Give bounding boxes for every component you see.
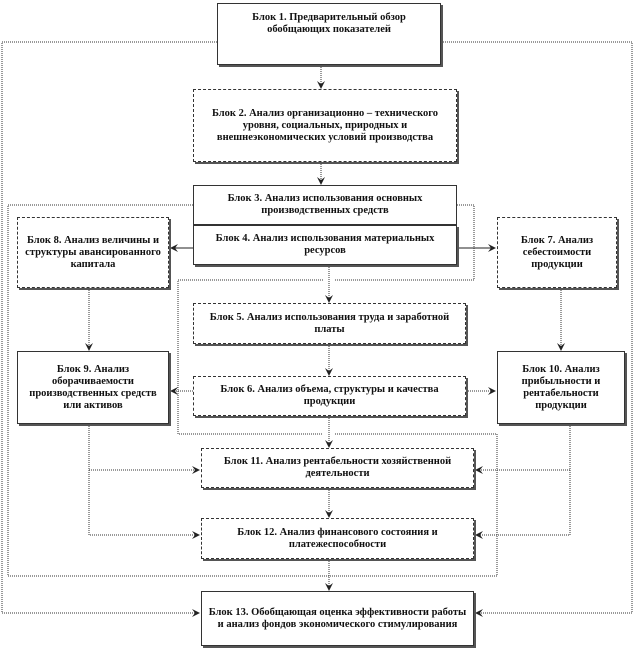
block-12: Блок 12. Анализ финансового состояния и … [201,518,474,559]
block-10-text: Блок 10. Анализ прибыльности и рентабель… [521,363,601,411]
block-13: Блок 13. Обобщающая оценка эффективности… [201,591,474,646]
block-11-text: Блок 11. Анализ рентабельности хозяйстве… [223,456,452,479]
block-1: Блок 1. Предварительный обзор обобщающих… [217,3,441,65]
block-12-text: Блок 12. Анализ финансового состояния и … [237,526,438,550]
block-7-text: Блок 7. Анализ себестоимости продукции [520,234,594,270]
block-7: Блок 7. Анализ себестоимости продукции [497,217,617,288]
block-9-text: Блок 9. Анализ оборачиваемости производс… [29,363,157,411]
block-5: Блок 5. Анализ использования труда и зар… [193,303,466,344]
block-9: Блок 9. Анализ оборачиваемости производс… [17,351,169,424]
block-3: Блок 3. Анализ использования основных пр… [193,185,457,225]
block-11: Блок 11. Анализ рентабельности хозяйстве… [201,448,474,488]
block-1-text: Блок 1. Предварительный обзор обобщающих… [252,12,406,35]
block-5-text: Блок 5. Анализ использования труда и зар… [209,311,450,335]
block-13-text: Блок 13. Обобщающая оценка эффективности… [208,606,467,630]
block-6: Блок 6. Анализ объема, структуры и качес… [193,376,466,416]
block-4-text: Блок 4. Анализ использования материальны… [215,233,435,256]
block-2-text: Блок 2. Анализ организационно – техничес… [211,107,438,143]
block-8: Блок 8. Анализ величины и структуры аван… [17,217,169,288]
block-6-text: Блок 6. Анализ объема, структуры и качес… [220,384,439,407]
block-4: Блок 4. Анализ использования материальны… [193,225,457,265]
inner-frame-a [7,204,498,577]
outer-frame [1,41,633,613]
block-3-text: Блок 3. Анализ использования основных пр… [227,193,423,216]
block-10: Блок 10. Анализ прибыльности и рентабель… [497,351,625,424]
block-2: Блок 2. Анализ организационно – техничес… [193,89,457,162]
block-8-text: Блок 8. Анализ величины и структуры аван… [25,234,161,270]
